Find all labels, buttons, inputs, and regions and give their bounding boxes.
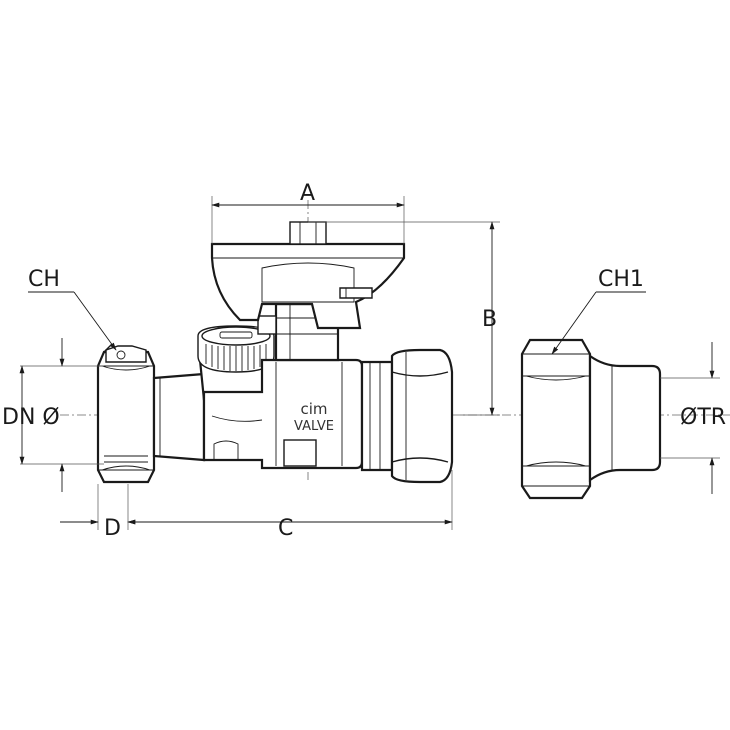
handle-top-nut (289, 221, 327, 245)
valve-handle (210, 242, 406, 330)
brand-line-valve: VALVE (294, 419, 334, 434)
right-union-part (520, 338, 662, 500)
label-ch: CH (28, 267, 60, 292)
label-otr: ØTR (680, 405, 726, 430)
label-d: D (104, 516, 121, 541)
leader-ch1: CH1 (551, 267, 646, 355)
right-connector (360, 348, 454, 484)
left-union-nut (96, 343, 156, 484)
dimension-c: C (127, 470, 453, 541)
dimension-a: A (211, 181, 405, 244)
label-ch1: CH1 (598, 267, 644, 292)
side-cap (197, 325, 275, 418)
brand-mark: cim VALVE (294, 400, 334, 434)
dimension-b: B (308, 221, 500, 416)
dimension-otr: ØTR (660, 342, 726, 494)
label-dn: DN Ø (2, 405, 60, 430)
dimension-d: D (60, 484, 166, 541)
brand-line-cim: cim (300, 400, 327, 418)
left-pipe (152, 372, 206, 462)
label-c: C (278, 516, 293, 541)
dimension-dn: DN Ø (2, 338, 104, 492)
leader-ch: CH (28, 267, 117, 351)
label-b: B (482, 307, 497, 332)
label-a: A (300, 181, 315, 206)
